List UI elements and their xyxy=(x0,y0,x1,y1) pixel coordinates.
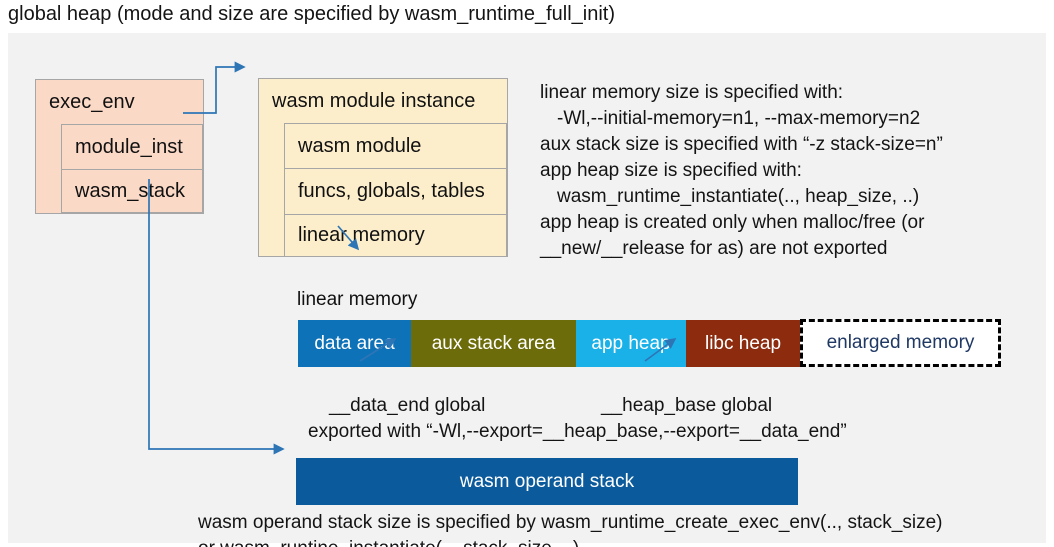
operand-stack-note: wasm operand stack size is specified by … xyxy=(198,510,943,547)
module-instance-box: wasm module instance wasm module funcs, … xyxy=(258,78,508,257)
note-line: aux stack size is specified with “-z sta… xyxy=(540,134,943,155)
linear-memory-bar: data area aux stack area app heap libc h… xyxy=(298,320,800,367)
footer-line: wasm operand stack size is specified by … xyxy=(198,512,943,533)
note-line: app heap is created only when malloc/fre… xyxy=(540,212,925,233)
exec-env-title: exec_env xyxy=(49,90,135,113)
module-instance-row-wasm-module: wasm module xyxy=(284,123,507,169)
note-line: app heap size is specified with: xyxy=(540,160,802,181)
segment-app-heap: app heap xyxy=(576,320,686,367)
size-notes: linear memory size is specified with: -W… xyxy=(540,80,943,262)
diagram-title: global heap (mode and size are specified… xyxy=(8,3,615,25)
note-line: -Wl,--initial-memory=n1, --max-memory=n2 xyxy=(557,108,921,129)
linear-memory-label: linear memory xyxy=(297,289,418,310)
footer-line: or wasm_runtine_instantiate(.., stack_si… xyxy=(198,536,943,547)
operand-stack-bar: wasm operand stack xyxy=(296,458,798,505)
segment-aux-stack-area: aux stack area xyxy=(411,320,576,367)
note-line: linear memory size is specified with: xyxy=(540,82,844,103)
exec-env-box: exec_env module_inst wasm_stack xyxy=(35,79,204,214)
exported-with-label: exported with “-Wl,--export=__heap_base,… xyxy=(308,421,847,442)
module-instance-title: wasm module instance xyxy=(272,89,476,112)
heap-base-global-label: __heap_base global xyxy=(601,395,773,416)
diagram-panel: exec_env module_inst wasm_stack wasm mod… xyxy=(8,33,1046,547)
module-instance-row-linear-memory: linear memory xyxy=(284,214,507,257)
segment-data-area: data area xyxy=(298,320,411,367)
data-end-global-label: __data_end global xyxy=(329,395,486,416)
note-line: __new/__release for as) are not exported xyxy=(540,238,888,259)
module-instance-row-funcs-globals-tables: funcs, globals, tables xyxy=(284,168,507,215)
segment-libc-heap: libc heap xyxy=(686,320,800,367)
segment-enlarged-memory: enlarged memory xyxy=(800,319,1001,367)
exec-env-row-module-inst: module_inst xyxy=(61,124,203,170)
note-line: wasm_runtime_instantiate(.., heap_size, … xyxy=(557,186,920,207)
exec-env-row-wasm-stack: wasm_stack xyxy=(61,169,203,213)
